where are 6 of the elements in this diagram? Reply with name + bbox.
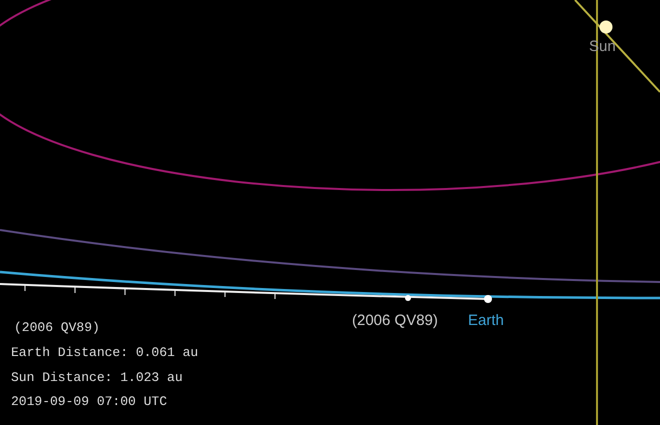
body-label: Earth [468, 313, 504, 328]
info-text: Earth Distance: 0.061 au [11, 346, 198, 359]
info-text: Sun Distance: 1.023 au [11, 371, 183, 384]
info-text: (2006 QV89) [14, 321, 100, 334]
body-label: (2006 QV89) [352, 313, 438, 328]
info-text: 2019-09-09 07:00 UTC [11, 395, 168, 408]
